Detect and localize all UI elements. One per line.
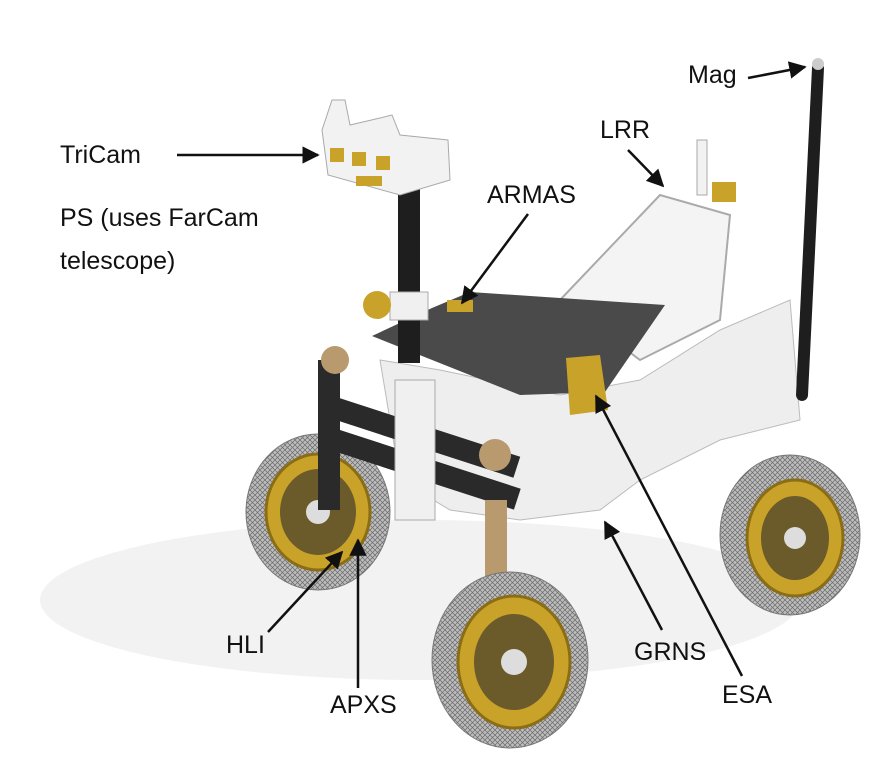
mast xyxy=(398,188,420,363)
callout-arrows xyxy=(177,61,807,688)
arrow-armas xyxy=(460,213,530,305)
tricam-head xyxy=(321,99,451,196)
wheel-front-left xyxy=(431,500,589,749)
label-lrr: LRR xyxy=(600,116,651,144)
label-armas: ARMAS xyxy=(487,181,576,209)
armas-box xyxy=(447,300,473,312)
label-esa: ESA xyxy=(722,681,773,709)
label-grns: GRNS xyxy=(634,638,707,666)
mag-tip xyxy=(812,58,824,70)
mast-collar xyxy=(389,291,429,321)
arrow-lrr xyxy=(627,149,665,188)
label-mag: Mag xyxy=(688,61,737,89)
label-tricam: TriCam xyxy=(60,141,142,169)
label-ps-line2: telescope) xyxy=(60,247,176,275)
lrr-reflector xyxy=(712,182,736,202)
label-apxs: APXS xyxy=(330,691,397,719)
arrow-mag xyxy=(747,61,807,80)
arrow-grns xyxy=(603,520,664,631)
wheel-rear-right xyxy=(719,454,861,616)
label-ps-line1: PS (uses FarCam xyxy=(60,204,259,232)
mag-boom xyxy=(796,62,824,401)
suspension-bars xyxy=(318,346,521,521)
arrow-hli xyxy=(267,550,344,633)
lrr-antenna xyxy=(696,139,708,196)
ground-shadow xyxy=(40,520,800,680)
arrow-esa xyxy=(594,394,744,677)
mast-camera xyxy=(363,291,391,319)
label-hli: HLI xyxy=(226,631,265,659)
